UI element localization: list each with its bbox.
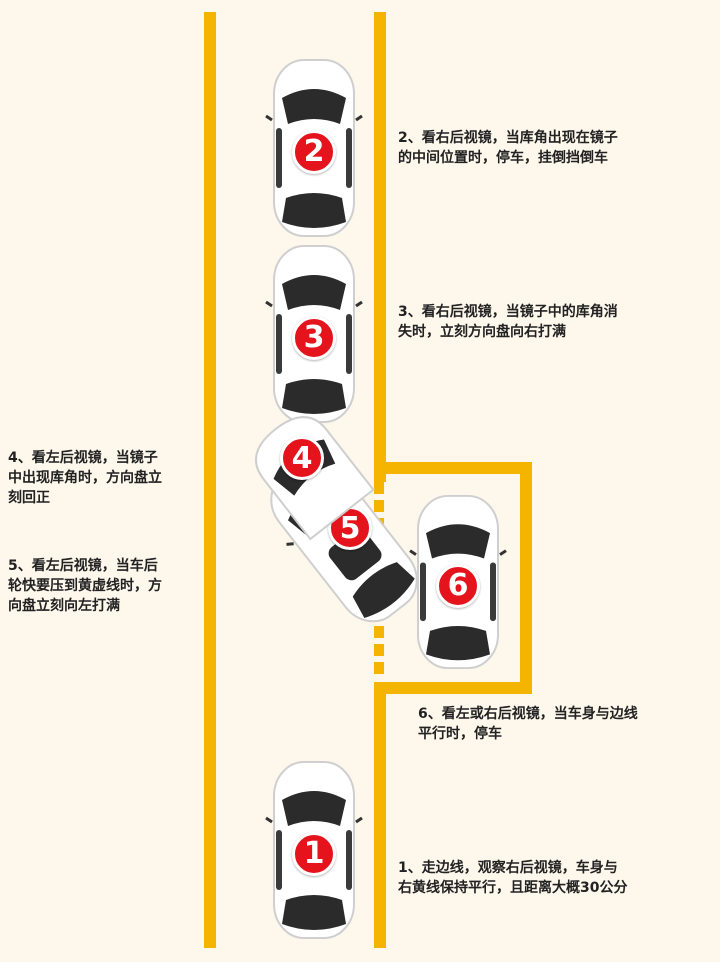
parking-bay-right-line [520,462,532,694]
car-position-1: 1 [265,760,363,940]
car-position-6: 6 [409,494,507,670]
step-4-instruction: 4、看左后视镜，当镜子 中出现库角时，方向盘立 刻回正 [8,450,162,506]
right-road-line-upper [374,12,386,482]
step-1-instruction: 1、走边线，观察右后视镜，车身与 右黄线保持平行，且距离大概30公分 [398,860,628,896]
car-top-view-icon [409,494,507,670]
parking-bay-top-line [374,462,532,474]
parking-bay-bottom-line [374,682,532,694]
step-6-instruction: 6、看左或右后视镜，当车身与边线 平行时，停车 [418,706,638,742]
step-number-badge: 6 [436,563,480,608]
step-number-badge: 1 [292,831,336,876]
step-number-badge-5: 5 [328,506,372,550]
car-top-view-icon [265,761,363,939]
step-3-instruction: 3、看右后视镜，当镜子中的库角消 失时，立刻方向盘向右打满 [398,304,618,340]
left-road-line [204,12,216,948]
step-5-instruction: 5、看左后视镜，当车后 轮快要压到黄虚线时，方 向盘立刻向左打满 [8,558,162,614]
step-number-badge: 2 [292,129,336,174]
car-position-2: 2 [265,58,363,238]
car-position-3: 3 [265,244,363,424]
step-number-badge: 3 [292,315,336,360]
right-road-line-lower [374,684,386,948]
step-number-badge-4: 4 [280,436,324,480]
step-2-instruction: 2、看右后视镜，当库角出现在镜子 的中间位置时，停车，挂倒挡倒车 [398,130,618,166]
